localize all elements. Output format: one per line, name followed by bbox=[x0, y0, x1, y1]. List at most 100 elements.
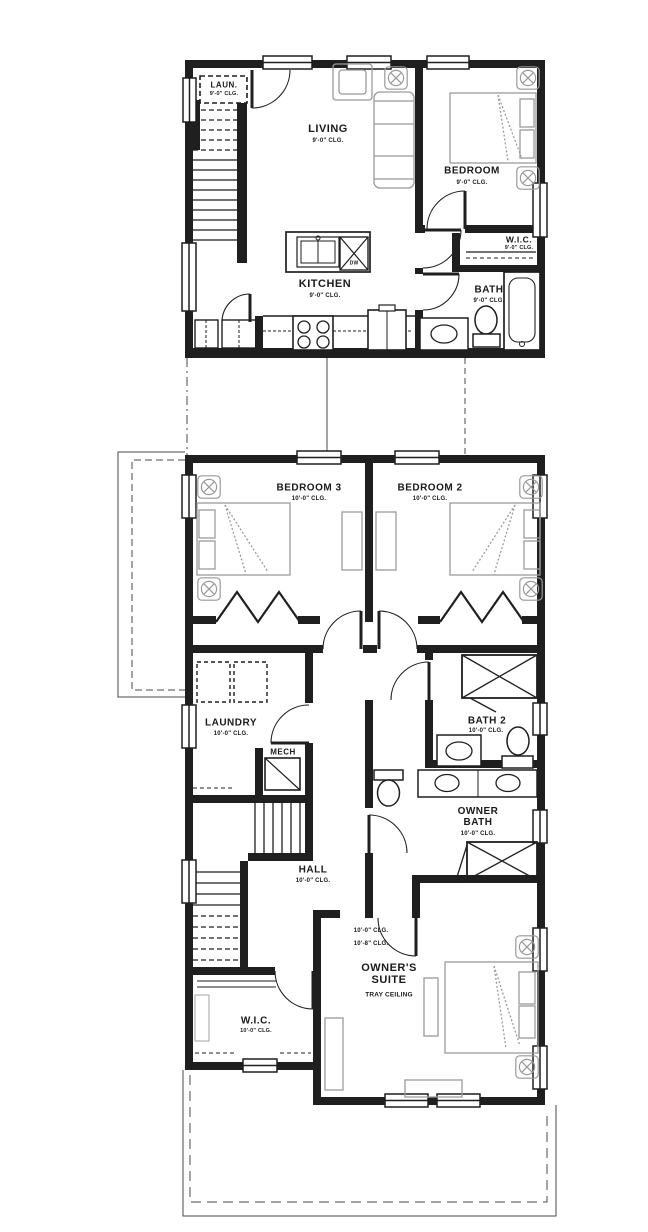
room-clg-owner-bath: 10'-0" CLG. bbox=[460, 830, 496, 837]
dresser bbox=[341, 511, 363, 571]
window bbox=[394, 450, 440, 465]
window bbox=[182, 77, 197, 123]
window bbox=[346, 55, 392, 70]
dishwasher-label: DW bbox=[349, 260, 359, 267]
room-label-kitchen: KITCHEN bbox=[298, 278, 352, 291]
window bbox=[181, 242, 197, 312]
floor2-windows bbox=[181, 450, 548, 1108]
room-clg-bedroom: 9'-0" CLG. bbox=[456, 179, 488, 186]
floor1-doors bbox=[221, 69, 467, 323]
floor1-plan bbox=[181, 55, 548, 358]
tub-shower bbox=[461, 654, 538, 713]
pantry-cabinets bbox=[194, 319, 257, 349]
room-clg-bedroom3: 10'-0" CLG. bbox=[291, 495, 327, 502]
floor2-furniture bbox=[196, 502, 541, 1098]
ceiling-light-icon bbox=[197, 577, 221, 601]
ceiling-light-icon bbox=[197, 475, 221, 499]
bedroom2-closet-doors bbox=[439, 590, 525, 624]
room-label-bedroom: BEDROOM bbox=[444, 165, 500, 177]
bed bbox=[449, 502, 541, 576]
roof-outline-left-solid bbox=[117, 451, 185, 698]
closet-rod bbox=[466, 251, 536, 259]
window bbox=[262, 55, 313, 70]
roof-outline-bottom-dashed bbox=[189, 1075, 548, 1203]
room-label-owner-bath: OWNER BATH bbox=[457, 806, 499, 828]
room-clg-bath2: 10'-0" CLG. bbox=[468, 727, 504, 734]
room-clg-hall: 10'-0" CLG. bbox=[295, 877, 331, 884]
window bbox=[532, 182, 548, 238]
bedroom3-door bbox=[322, 610, 363, 650]
laundry-fixtures bbox=[193, 661, 301, 791]
vanity-sink bbox=[436, 734, 482, 767]
window bbox=[242, 1058, 278, 1073]
room-label-hall: HALL bbox=[298, 864, 328, 876]
refrigerator bbox=[367, 304, 407, 351]
window bbox=[532, 927, 548, 972]
ceiling-light-icon bbox=[384, 66, 408, 90]
room-clg-wic-floor1: 9'-0" CLG. bbox=[504, 245, 534, 252]
bathtub bbox=[503, 271, 541, 351]
window bbox=[181, 704, 197, 749]
sofa bbox=[373, 91, 415, 189]
window bbox=[181, 859, 197, 904]
window bbox=[296, 450, 342, 465]
dresser bbox=[404, 1079, 463, 1098]
room-clg-bedroom2: 10'-0" CLG. bbox=[412, 495, 448, 502]
entry-door bbox=[250, 69, 291, 109]
toilet bbox=[501, 726, 534, 769]
laun-closet-outline bbox=[199, 75, 248, 104]
window bbox=[532, 702, 548, 736]
dresser bbox=[375, 511, 397, 571]
bedroom2-door bbox=[377, 610, 418, 650]
shower bbox=[456, 841, 538, 881]
floor1-bath-fixtures bbox=[419, 251, 541, 351]
bed bbox=[444, 961, 539, 1054]
room-label-laundry: LAUNDRY bbox=[204, 717, 258, 729]
room-label-bath-floor1: BATH bbox=[474, 284, 504, 296]
bedroom-door bbox=[426, 190, 467, 230]
floor2-plan bbox=[181, 450, 548, 1108]
room-clg-wic-floor2: 10'-0" CLG. bbox=[240, 1028, 272, 1035]
room-label-laun: LAUN. bbox=[210, 80, 238, 90]
room-clg-laun: 9'-0" CLG. bbox=[209, 91, 239, 98]
vanity-sink bbox=[419, 317, 469, 351]
roof-outline-left-dashed bbox=[131, 459, 185, 691]
double-vanity bbox=[417, 769, 538, 798]
owner-bath-fixtures bbox=[373, 769, 538, 881]
ceiling-note-1: 10'-0" CLG. bbox=[353, 927, 389, 934]
window bbox=[181, 474, 197, 519]
bedroom3-closet-doors bbox=[215, 590, 301, 624]
room-label-bedroom2: BEDROOM 2 bbox=[397, 482, 463, 494]
bath-door bbox=[422, 272, 460, 311]
bed bbox=[449, 92, 537, 164]
room-label-owners-suite: OWNER'S SUITE bbox=[361, 962, 417, 986]
room-sub-owners-suite: TRAY CEILING bbox=[365, 991, 413, 999]
floor2-stairs bbox=[193, 803, 301, 961]
floor2-doors bbox=[270, 610, 431, 1010]
pantry-door bbox=[221, 293, 252, 323]
projection-lines bbox=[117, 358, 557, 1217]
room-label-mech: MECH bbox=[270, 747, 296, 757]
toilet bbox=[472, 305, 501, 348]
wic-door bbox=[422, 228, 462, 269]
floor1-windows bbox=[181, 55, 548, 312]
room-label-bedroom3: BEDROOM 3 bbox=[276, 482, 342, 494]
roof-outline-bottom-solid bbox=[182, 1070, 557, 1217]
room-clg-kitchen: 9'-0" CLG. bbox=[309, 292, 341, 299]
kitchen-fixtures bbox=[194, 231, 415, 351]
dishwasher bbox=[339, 236, 369, 271]
bath2-door bbox=[390, 661, 431, 701]
kitchen-sink bbox=[296, 235, 340, 268]
bed bbox=[196, 502, 291, 576]
stove bbox=[292, 315, 334, 351]
room-label-living: LIVING bbox=[308, 123, 348, 136]
washer bbox=[196, 661, 231, 703]
window bbox=[426, 55, 470, 70]
room-clg-bath-floor1: 9'-0" CLG. bbox=[473, 297, 505, 304]
laundry-door bbox=[270, 704, 310, 745]
room-clg-laundry: 10'-0" CLG. bbox=[213, 730, 249, 737]
window bbox=[532, 809, 548, 844]
ceiling-note-2: 10'-8" CLG. bbox=[353, 940, 389, 947]
